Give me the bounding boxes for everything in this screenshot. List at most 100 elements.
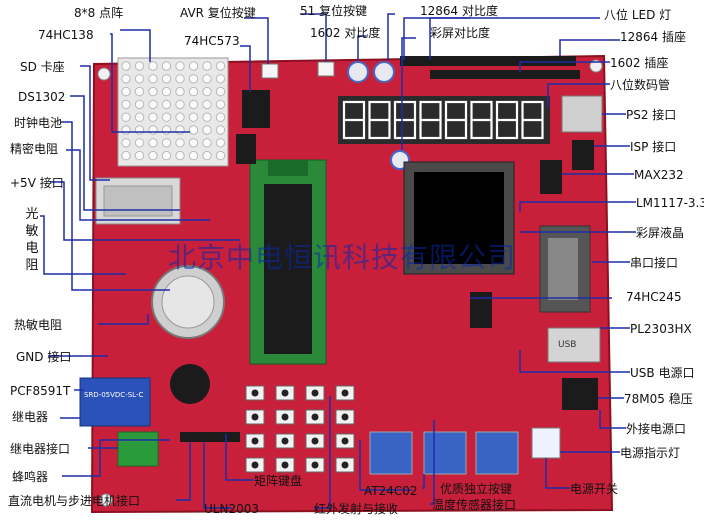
label-power-switch: 电源开关 [570,482,619,496]
matrix-dot [202,150,212,161]
matrix-dot [148,138,158,148]
matrix-dot [134,125,145,135]
matrix-dot [134,74,145,84]
dot-matrix-module [117,57,229,167]
matrix-dot [161,150,172,161]
matrix-dot [121,61,131,71]
keypad-cap [251,461,259,469]
label-uln2003: ULN2003 [204,502,259,516]
label-led8: 八位 LED 灯 [604,8,672,22]
label-78m05: 78M05 稳压 [624,392,693,406]
label-12864-contrast: 12864 对比度 [420,4,498,18]
ic-74hc573-chip [242,90,270,128]
company-watermark: 北京中电恒讯科技有限公司 [168,241,517,274]
matrix-dot [121,86,131,97]
label-51-reset: 51 复位按键 [300,4,368,18]
keypad-cap [311,413,319,421]
relay-block [79,377,151,427]
contrast-1602-pot [347,61,369,83]
matrix-dot [215,125,226,135]
matrix-dot [161,125,172,135]
matrix-keypad-grid [245,385,355,473]
matrix-dot [215,138,226,148]
mcu-chip [264,184,312,354]
matrix-dot [121,99,131,110]
label-1602-socket: 1602 插座 [610,56,669,70]
label-matrix-keypad: 矩阵键盘 [254,474,303,488]
matrix-dot [134,138,145,148]
label-tft-contrast: 彩屏对比度 [430,26,491,40]
matrix-dot [161,86,172,97]
matrix-dot [121,112,131,122]
usb-port-marking: USB [558,340,577,350]
label-serial-port: 串口接口 [630,256,679,270]
matrix-dot [148,99,158,110]
label-gnd: GND 接口 [16,350,72,364]
buzzer-disc [170,364,210,404]
matrix-dot [175,74,185,84]
label-buzzer: 蜂鸣器 [12,470,49,484]
label-at24c02: AT24C02 [364,484,418,498]
matrix-dot [134,61,145,71]
label-ds1302: DS1302 [18,90,66,104]
ic-74hc138-chip [236,134,256,164]
matrix-dot [148,125,158,135]
key-3 [475,431,519,475]
matrix-dot [148,61,158,71]
matrix-dot [175,99,185,110]
isp-header [572,140,594,170]
matrix-dot [161,99,172,110]
label-precision-resistor: 精密电阻 [10,142,59,156]
keypad-cap [251,437,259,445]
keypad-cap [341,389,349,397]
mount-hole [589,59,603,73]
matrix-dot [188,86,199,97]
mount-hole [97,67,111,81]
label-usb-power: USB 电源口 [630,366,695,380]
ps2-port [561,95,603,133]
keypad-cap [251,413,259,421]
matrix-dot [148,150,158,161]
matrix-dot [188,150,199,161]
keypad-cap [311,437,319,445]
uln2003-header [180,432,240,442]
label-lm1117: LM1117-3.3 [636,196,704,210]
socket-12864 [400,56,576,66]
matrix-dot [188,138,199,148]
label-12864-socket: 12864 插座 [620,30,686,44]
label-clock-battery: 时钟电池 [14,116,63,130]
keypad-cap [251,389,259,397]
matrix-dot [202,99,212,110]
matrix-dot [202,61,212,71]
label-motor-port: 直流电机与步进电机接口 [8,494,141,508]
leader-lines [40,13,636,509]
matrix-dot [161,61,172,71]
matrix-dot [202,125,212,135]
matrix-dot [134,86,145,97]
matrix-dot [188,61,199,71]
label-relay-port: 继电器接口 [10,442,71,456]
socket-1602 [430,70,580,79]
keypad-cap [311,389,319,397]
keypad-cap [281,437,289,445]
label-tft-lcd: 彩屏液晶 [636,226,685,240]
usb-connector [547,327,601,363]
label-1602-contrast: 1602 对比度 [310,26,381,40]
matrix-dot [188,125,199,135]
matrix-dot [215,112,226,122]
matrix-dot [175,112,185,122]
power-switch-body [531,427,561,459]
label-avr-reset: AVR 复位按键 [180,6,256,20]
matrix-dot [148,74,158,84]
label-relay: 继电器 [12,410,49,424]
matrix-dot [175,138,185,148]
label-power-led: 电源指示灯 [620,446,681,460]
label-isp: ISP 接口 [630,140,677,154]
matrix-dot [202,74,212,84]
label-5v: +5V 接口 [10,176,64,190]
ic-74hc245-chip [470,292,492,328]
keypad-cap [341,413,349,421]
keypad-cap [341,437,349,445]
